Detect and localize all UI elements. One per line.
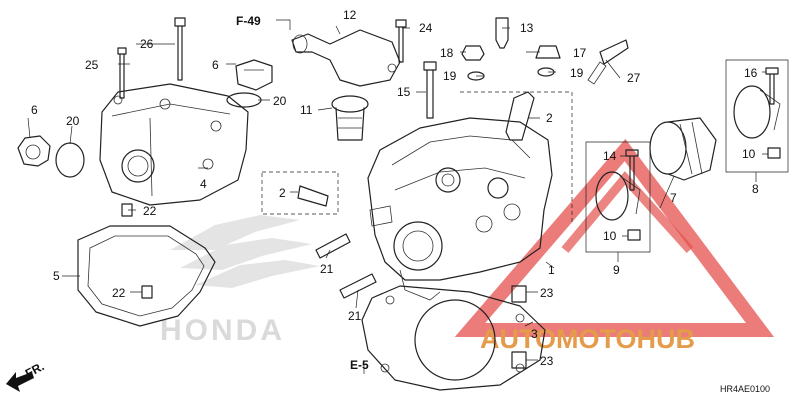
nut-10-left xyxy=(627,229,641,241)
nut-10-right xyxy=(767,147,781,159)
callout-16: 16 xyxy=(744,66,758,80)
callout-19-right: 19 xyxy=(570,66,584,80)
callout-17: 17 xyxy=(573,46,587,60)
dowel-tube-2-left xyxy=(297,185,329,207)
stud-21-upper xyxy=(315,233,351,259)
dowel-22-upper xyxy=(121,203,133,217)
callout-20-left: 20 xyxy=(66,114,80,128)
filler-cap-top xyxy=(235,59,273,91)
bolt-15 xyxy=(423,61,437,119)
callout-2-right: 2 xyxy=(546,111,553,125)
callout-4: 4 xyxy=(200,177,207,191)
bracket-boxes xyxy=(585,59,789,262)
callout-14: 14 xyxy=(603,149,617,163)
callout-23-lower: 23 xyxy=(540,354,554,368)
intake-insulator xyxy=(649,117,717,181)
callout-9: 9 xyxy=(613,263,620,277)
filler-cap-left xyxy=(17,135,51,167)
ref-f49: F-49 xyxy=(236,14,261,28)
callout-11: 11 xyxy=(300,103,313,117)
callout-19-left: 19 xyxy=(443,69,457,83)
spark-plug xyxy=(587,39,629,85)
callout-box-lines xyxy=(261,91,573,224)
automotohub-text: AUTOMOTOHUB xyxy=(480,324,695,354)
o-ring-left xyxy=(55,142,85,178)
cap-17 xyxy=(535,45,561,59)
callout-13: 13 xyxy=(520,21,534,35)
nut-18 xyxy=(461,45,485,61)
bolt-24 xyxy=(395,19,407,63)
callout-2-left: 2 xyxy=(279,186,286,200)
cover-gasket xyxy=(77,225,216,327)
bolt-26 xyxy=(174,17,186,81)
callout-21-lower: 21 xyxy=(348,309,362,323)
callout-3: 3 xyxy=(531,327,538,341)
cylinder-head xyxy=(367,117,553,301)
callout-15: 15 xyxy=(397,85,411,99)
honda-watermark-text: HONDA xyxy=(160,314,285,347)
clamp-8 xyxy=(733,85,781,139)
head-cover xyxy=(99,83,249,206)
dowel-22-lower xyxy=(141,285,153,299)
diagram-code: HR4AE0100 xyxy=(720,384,770,394)
automotohub-logo: AUTOMOTOHUB xyxy=(454,138,774,354)
temp-sensor xyxy=(495,17,509,49)
screw-14 xyxy=(625,149,639,191)
callout-20-top: 20 xyxy=(273,94,287,108)
callout-25: 25 xyxy=(85,58,99,72)
leader-lines xyxy=(27,19,768,374)
callout-8: 8 xyxy=(752,182,759,196)
callout-27: 27 xyxy=(627,71,641,85)
callout-22-upper: 22 xyxy=(143,204,157,218)
dowel-23-lower xyxy=(511,351,527,369)
callout-24: 24 xyxy=(419,21,433,35)
callout-10-left: 10 xyxy=(603,229,617,243)
callout-1: 1 xyxy=(548,263,555,277)
callout-21-upper: 21 xyxy=(320,262,334,276)
callout-10-right: 10 xyxy=(742,147,756,161)
callout-12: 12 xyxy=(343,8,357,22)
honda-watermark: HONDA xyxy=(160,215,320,347)
dowel-23-upper xyxy=(511,285,527,303)
callout-6-left: 6 xyxy=(31,103,38,117)
thermostat-cover xyxy=(291,29,401,87)
front-direction-arrow xyxy=(6,372,34,392)
ref-e5: E-5 xyxy=(350,358,369,372)
clamp-9 xyxy=(595,171,641,221)
stud-21-lower xyxy=(339,273,377,299)
thermostat xyxy=(331,95,369,141)
bolt-25 xyxy=(117,47,127,99)
callout-6-top: 6 xyxy=(212,58,219,72)
callout-26: 26 xyxy=(140,37,154,51)
callout-18: 18 xyxy=(440,46,454,60)
callout-5: 5 xyxy=(53,269,60,283)
callout-22-lower: 22 xyxy=(112,286,126,300)
callout-7: 7 xyxy=(670,191,677,205)
dowel-tube-2-right xyxy=(505,91,535,141)
callout-23-upper: 23 xyxy=(540,286,554,300)
